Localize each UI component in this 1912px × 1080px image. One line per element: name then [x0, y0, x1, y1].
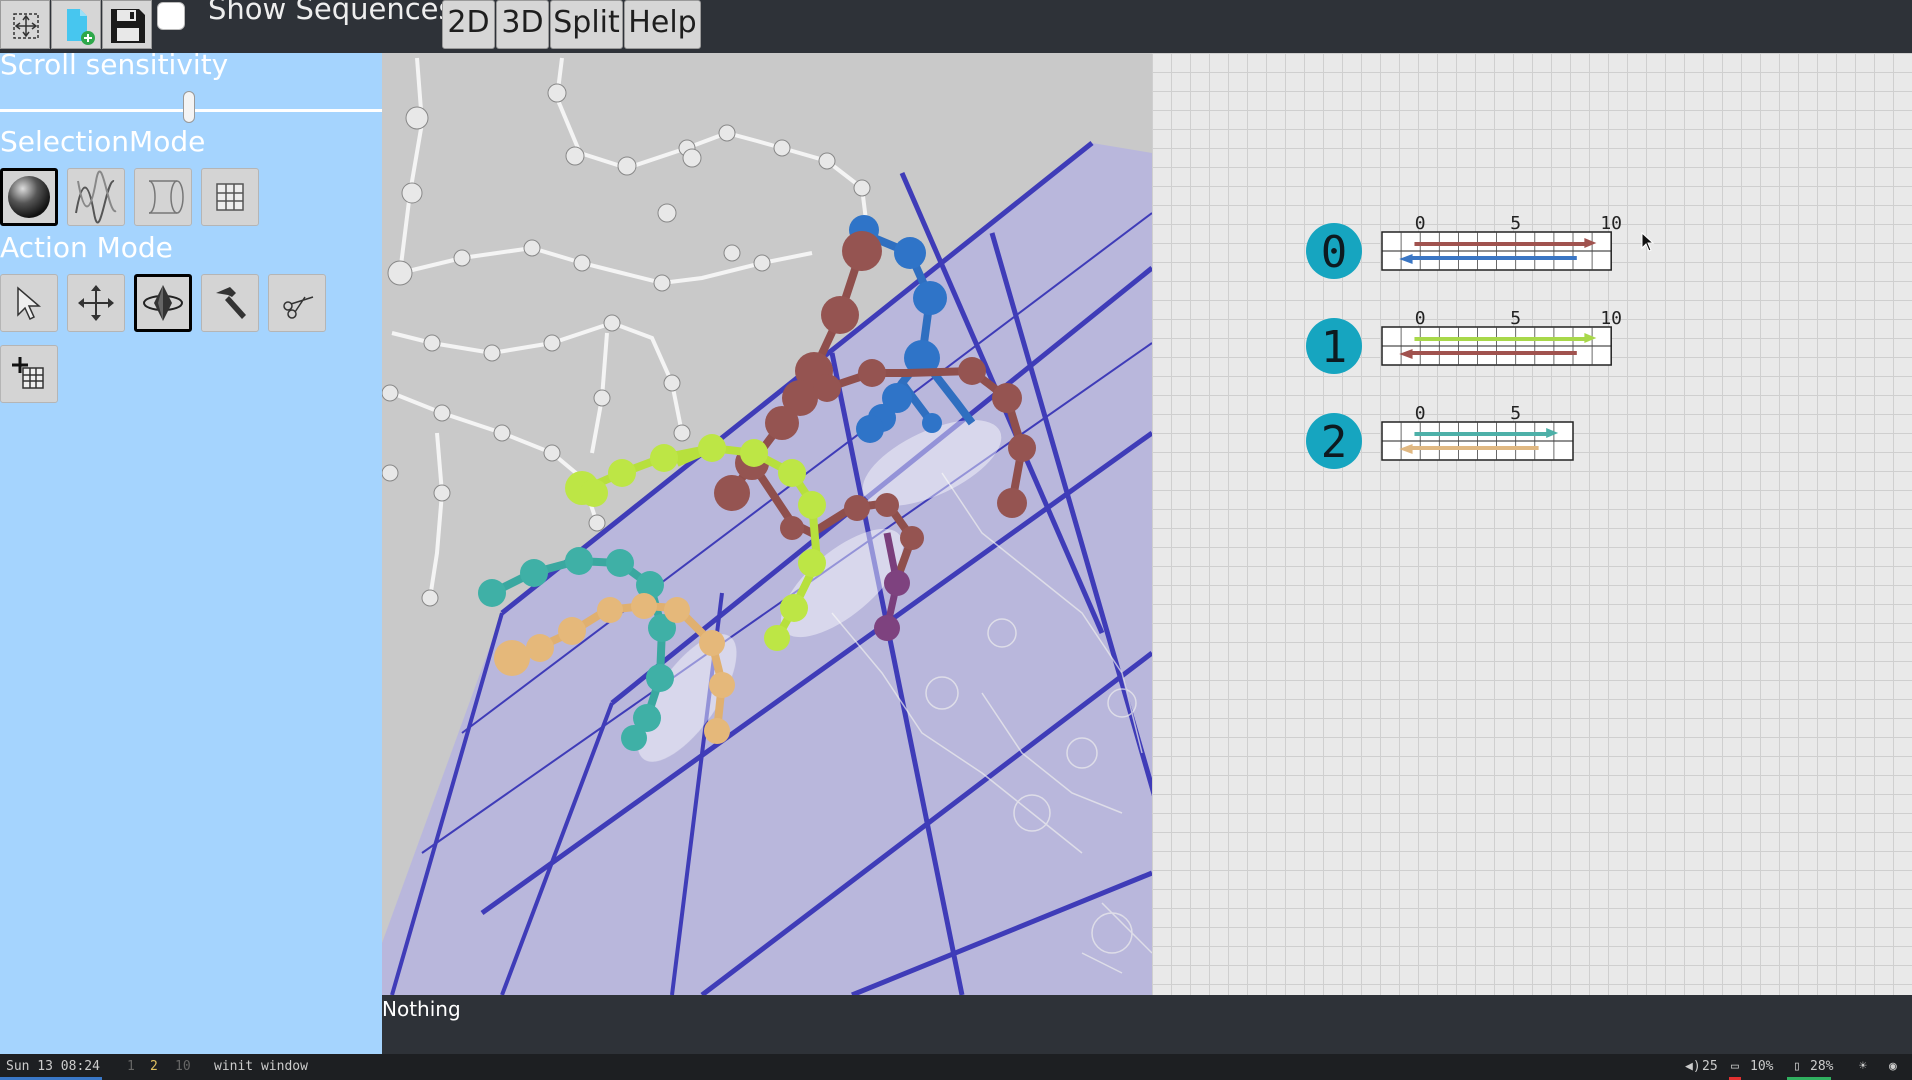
3d-scene [382, 57, 1152, 995]
helix-tick-label: 10 [1600, 213, 1622, 234]
show-sequences-checkbox[interactable] [157, 2, 185, 30]
helix-number: 2 [1321, 417, 1348, 468]
memory-bar [1787, 1077, 1831, 1080]
add-grid-icon [12, 357, 44, 389]
rotate-icon [143, 285, 183, 321]
cpu-bar [1729, 1077, 1741, 1080]
workspace-10[interactable]: 10 [175, 1059, 191, 1074]
save-icon [111, 9, 145, 43]
brown-strand [714, 231, 1036, 595]
faint-wireframe [831, 472, 1152, 974]
select-strand-button[interactable] [67, 168, 125, 226]
helix-number: 1 [1321, 322, 1348, 373]
show-sequences-label: Show Sequences [208, 0, 454, 26]
green-strand [565, 434, 826, 651]
3d-view[interactable] [382, 53, 1152, 995]
purple-strand [874, 532, 910, 641]
helix-tick-label: 5 [1510, 308, 1521, 329]
sphere-icon [8, 176, 50, 218]
new-file-button[interactable] [51, 0, 101, 49]
select-grid-button[interactable] [201, 168, 259, 226]
slider-thumb[interactable] [183, 91, 195, 123]
cpu-icon: ▭ [1731, 1059, 1739, 1074]
grid-icon [216, 183, 244, 211]
view-split-button[interactable]: Split [550, 0, 623, 49]
action-cut-button[interactable] [268, 274, 326, 332]
forward-strand-arrow [1584, 333, 1597, 343]
status-message: Nothing [382, 997, 461, 1021]
helix-number: 0 [1321, 227, 1348, 278]
grid-plane [382, 141, 1152, 995]
system-taskbar: Sun 13 08:24 1 2 10 winit window ◀) 25 ▭… [0, 1054, 1912, 1080]
forward-strand-arrow [1546, 428, 1559, 438]
reverse-strand-arrow [1399, 349, 1413, 359]
scroll-sensitivity-label: Scroll sensitivity [0, 48, 229, 81]
volume-value: 25 [1702, 1059, 1718, 1074]
action-mode-label: Action Mode [0, 231, 173, 264]
cylinder-icon [148, 180, 184, 214]
teal-strand [478, 547, 676, 751]
fit-view-button[interactable] [0, 0, 50, 49]
volume-icon: ◀) [1685, 1059, 1701, 1074]
move-arrows-icon [78, 285, 114, 321]
helix-tick-label: 5 [1510, 403, 1521, 424]
forward-strand-arrow [1584, 238, 1597, 248]
scissors-icon [283, 296, 314, 319]
helix-icon [75, 170, 117, 224]
top-toolbar: Show Sequences 2D 3D Split Help [0, 0, 1912, 53]
cpu-value: 10% [1750, 1059, 1774, 1074]
add-grid-button[interactable] [0, 345, 58, 403]
new-file-icon [67, 9, 95, 45]
reverse-strand-arrow [1399, 254, 1413, 264]
mouse-cursor-icon [1641, 231, 1655, 252]
save-button[interactable] [102, 0, 152, 49]
workspace-2[interactable]: 2 [150, 1059, 158, 1074]
taskbar-window-title: winit window [214, 1059, 308, 1074]
view-2d-button[interactable]: 2D [442, 0, 495, 49]
wireframe-nodes [382, 83, 876, 607]
helix-number-circle [1306, 413, 1362, 469]
memory-icon: ▯ [1793, 1059, 1801, 1074]
view-3d-button[interactable]: 3D [496, 0, 549, 49]
helix-number-circle [1306, 318, 1362, 374]
selection-mode-label: SelectionMode [0, 125, 206, 158]
datetime-underline [0, 1077, 102, 1080]
select-helix-button[interactable] [134, 168, 192, 226]
helix-number-circle [1306, 223, 1362, 279]
action-translate-button[interactable] [67, 274, 125, 332]
helix-tick-label: 0 [1415, 308, 1426, 329]
helix-tick-label: 0 [1415, 213, 1426, 234]
helix-0[interactable]: 0 0 5 10 [1306, 213, 1622, 279]
memory-value: 28% [1810, 1059, 1834, 1074]
help-button[interactable]: Help [624, 0, 701, 49]
brightness-icon: ☀ [1859, 1059, 1867, 1074]
orange-strand [494, 593, 735, 744]
action-select-button[interactable] [0, 274, 58, 332]
hammer-icon [216, 287, 246, 319]
highlight-ellipses [637, 420, 1002, 762]
workspace-1[interactable]: 1 [127, 1059, 135, 1074]
select-nucleotide-button[interactable] [0, 168, 58, 226]
taskbar-datetime: Sun 13 08:24 [6, 1059, 100, 1074]
left-panel: Scroll sensitivity SelectionMode Action … [0, 48, 382, 1054]
fit-view-icon [13, 13, 39, 39]
helix-tick-label: 10 [1600, 308, 1622, 329]
action-rotate-button[interactable] [134, 274, 192, 332]
helix-tick-label: 0 [1415, 403, 1426, 424]
helix-2[interactable]: 2 0 5 [1306, 403, 1574, 469]
cursor-arrow-icon [17, 286, 42, 321]
helix-tick-label: 5 [1510, 213, 1521, 234]
reverse-strand-arrow [1399, 444, 1413, 454]
status-bar: Nothing [382, 995, 1912, 1054]
action-build-button[interactable] [201, 274, 259, 332]
steam-icon[interactable]: ◉ [1889, 1059, 1897, 1074]
